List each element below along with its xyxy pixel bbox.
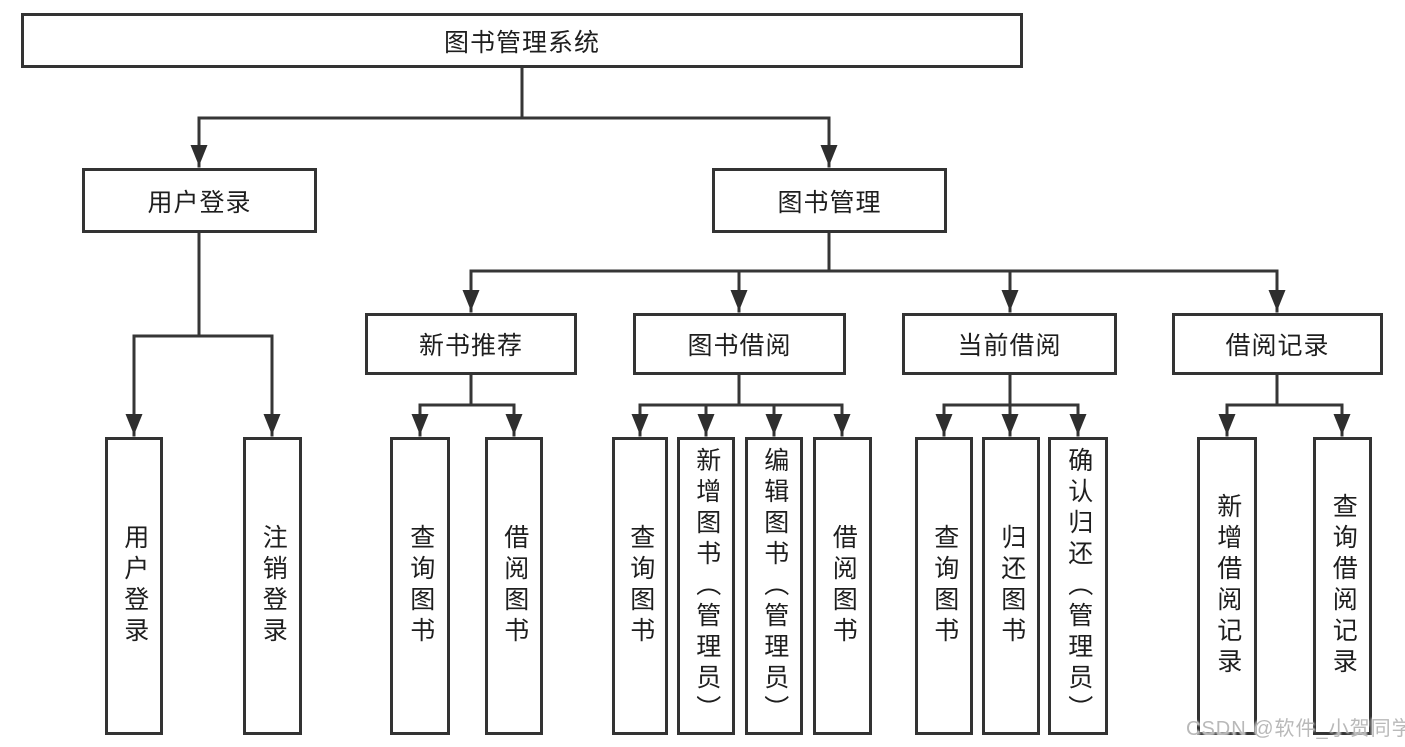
leaf-query-books-2-label: 查询图书 [626, 524, 655, 648]
leaf-query-borrow-record-label: 查询借阅记录 [1329, 493, 1358, 679]
node-current-borrowing-label: 当前借阅 [957, 332, 1062, 360]
node-user-login-group: 用户登录 [82, 168, 317, 233]
node-new-book-recommendation-label: 新书推荐 [418, 332, 523, 360]
node-book-borrowing-label: 图书借阅 [687, 332, 792, 360]
leaf-confirm-return-admin: 确认归还（管理员） [1048, 437, 1108, 735]
leaf-borrow-books-1: 借阅图书 [485, 437, 543, 735]
csdn-watermark: CSDN @软件_小贺同学 [1186, 718, 1405, 740]
node-new-book-recommendation: 新书推荐 [365, 313, 577, 375]
leaf-borrow-books-2: 借阅图书 [813, 437, 872, 735]
node-book-borrowing: 图书借阅 [633, 313, 846, 375]
node-root-title-label: 图书管理系统 [443, 28, 600, 57]
leaf-logout: 注销登录 [243, 437, 302, 735]
leaf-logout-label: 注销登录 [259, 524, 288, 648]
node-borrowing-records: 借阅记录 [1172, 313, 1383, 375]
node-book-management-label: 图书管理 [777, 188, 882, 217]
leaf-borrow-books-1-label: 借阅图书 [500, 524, 529, 648]
leaf-return-books-label: 归还图书 [997, 524, 1026, 648]
leaf-query-books-3-label: 查询图书 [930, 524, 959, 648]
node-book-management: 图书管理 [712, 168, 947, 233]
leaf-query-books-1: 查询图书 [390, 437, 450, 735]
node-root-title: 图书管理系统 [21, 13, 1023, 68]
leaf-return-books: 归还图书 [982, 437, 1040, 735]
node-borrowing-records-label: 借阅记录 [1225, 332, 1330, 360]
leaf-add-borrow-record-label: 新增借阅记录 [1213, 493, 1242, 679]
leaf-user-login: 用户登录 [105, 437, 163, 735]
node-user-login-group-label: 用户登录 [147, 188, 252, 217]
leaf-confirm-return-admin-label: 确认归还（管理员） [1064, 446, 1093, 726]
leaf-add-borrow-record: 新增借阅记录 [1197, 437, 1257, 735]
leaf-query-books-3: 查询图书 [915, 437, 973, 735]
leaf-edit-book-admin: 编辑图书（管理员） [745, 437, 803, 735]
leaf-query-books-2: 查询图书 [612, 437, 668, 735]
leaf-user-login-label: 用户登录 [120, 524, 149, 648]
leaf-add-book-admin: 新增图书（管理员） [677, 437, 735, 735]
node-current-borrowing: 当前借阅 [902, 313, 1117, 375]
leaf-add-book-admin-label: 新增图书（管理员） [692, 446, 721, 726]
leaf-query-books-1-label: 查询图书 [406, 524, 435, 648]
leaf-edit-book-admin-label: 编辑图书（管理员） [760, 446, 789, 726]
leaf-query-borrow-record: 查询借阅记录 [1313, 437, 1372, 735]
leaf-borrow-books-2-label: 借阅图书 [829, 524, 858, 648]
